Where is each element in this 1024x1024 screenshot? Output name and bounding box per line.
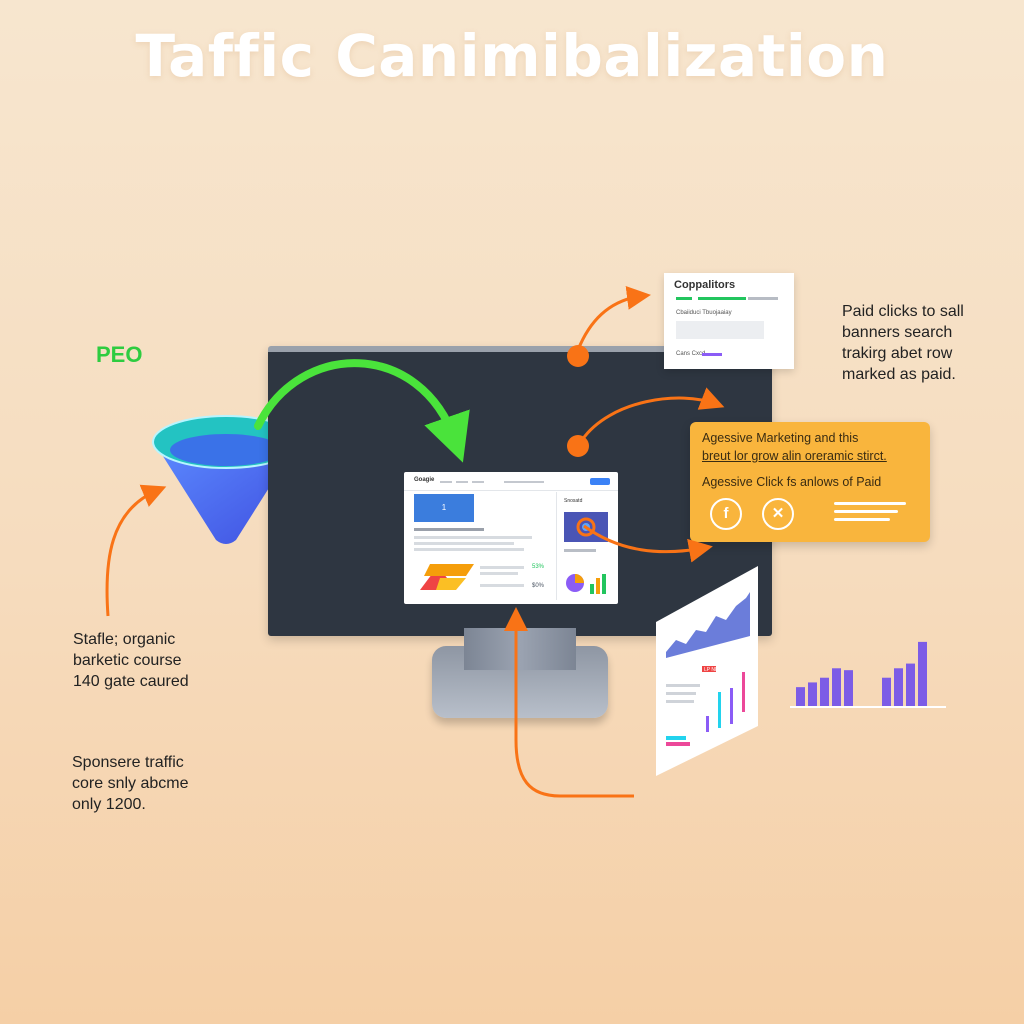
- competitors-subtitle: Cbaiiduci Tbuojaaiay: [676, 310, 732, 316]
- bar: [808, 682, 817, 706]
- triangle-graphic: [420, 564, 474, 590]
- note-line: core snly abcme: [72, 775, 189, 792]
- side-line: [564, 549, 596, 552]
- competitors-panel: [676, 321, 764, 339]
- paid-note: Paid clicks to sall banners search traki…: [842, 301, 992, 385]
- competitors-card[interactable]: Coppalitors Cbaiiduci Tbuojaaiay Cans Cx…: [664, 273, 794, 369]
- progress-grey: [748, 297, 778, 300]
- tab-line: [440, 481, 452, 483]
- note-line: trakirg abet row: [842, 345, 953, 362]
- note-line: marked as paid.: [842, 366, 956, 383]
- note-line: Sponsere traffic: [72, 754, 184, 771]
- screen-divider: [556, 492, 557, 600]
- progress-green: [676, 297, 692, 300]
- bar-chart: [790, 641, 946, 708]
- bar: [906, 663, 915, 706]
- competitors-title: Coppalitors: [674, 279, 736, 291]
- report-page: LP NE: [656, 566, 758, 776]
- note-line: only 1200.: [72, 796, 146, 813]
- metric-bottom: $0%: [532, 583, 545, 589]
- result-line: [414, 542, 514, 545]
- note-line: 140 gate caured: [73, 673, 189, 690]
- screen-search-button[interactable]: [590, 478, 610, 485]
- report-tag: LP NE: [704, 667, 719, 673]
- side-thumbnail[interactable]: [564, 512, 608, 542]
- tab-line: [456, 481, 468, 483]
- note-line: Paid clicks to sall: [842, 303, 964, 320]
- bar: [894, 668, 903, 706]
- pie-chart-icon: [566, 574, 606, 594]
- result-line: [480, 572, 518, 575]
- paid-marketing-card[interactable]: Agessive Marketing and this breut lor gr…: [690, 422, 930, 542]
- note-line: Stafle; organic: [73, 631, 176, 648]
- paid-card-line: Agessive Marketing and this: [702, 431, 859, 445]
- result-title[interactable]: [414, 528, 484, 531]
- search-results-screen: Goagie 1 53% $0% Snosatd: [404, 472, 618, 604]
- paid-card-line: breut lor grow alin oreramic stirct.: [702, 449, 887, 463]
- screen-brand: Goagie: [414, 477, 435, 483]
- search-box[interactable]: [504, 481, 544, 483]
- click-icon[interactable]: ✕: [762, 498, 794, 530]
- bar: [832, 668, 841, 706]
- tab-line: [472, 481, 484, 483]
- progress-green: [698, 297, 746, 300]
- metric-top: 53%: [532, 564, 545, 570]
- side-heading: Snosatd: [564, 498, 583, 504]
- paid-arrow: [576, 285, 651, 351]
- bar: [844, 670, 853, 706]
- paid-card-line: Agessive Click fs anlows of Paid: [702, 475, 882, 489]
- facebook-icon[interactable]: f: [710, 498, 742, 530]
- bar: [882, 677, 891, 706]
- note-line: banners search: [842, 324, 953, 341]
- peo-label: PEO: [96, 342, 143, 367]
- note-line: barketic course: [73, 652, 182, 669]
- result-line: [414, 548, 524, 551]
- sponsored-note: Sponsere traffic core snly abcme only 12…: [72, 752, 242, 815]
- bar: [820, 677, 829, 706]
- result-line: [480, 566, 524, 569]
- competitors-footer: Cans Cxcd: [676, 351, 706, 357]
- result-hero-block[interactable]: 1: [414, 494, 474, 522]
- paid-line-white: [834, 510, 898, 513]
- diagram-title: Taffic Canimibalization: [135, 22, 889, 90]
- organic-note: Stafle; organic barketic course 140 gate…: [73, 629, 253, 692]
- bar: [796, 687, 805, 706]
- result-line: [414, 536, 532, 539]
- funnel-icon: [152, 415, 300, 544]
- bar: [918, 641, 927, 706]
- monitor-stand-neck: [464, 628, 576, 670]
- progress-purple: [702, 353, 722, 356]
- paid-line-white: [834, 502, 906, 505]
- screen-header: Goagie: [404, 472, 618, 491]
- paid-line-white: [834, 518, 890, 521]
- result-line: [480, 584, 524, 587]
